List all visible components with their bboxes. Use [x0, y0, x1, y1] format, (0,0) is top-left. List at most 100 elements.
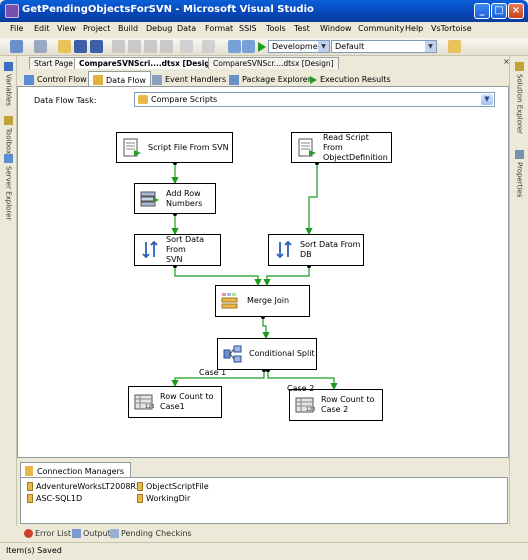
standard-toolbar: Development ▼ Default ▼ [0, 38, 528, 56]
delete-icon[interactable] [160, 40, 173, 53]
node-read-script-from-objectdefinition[interactable]: Read Script From ObjectDefinition [291, 132, 392, 163]
menu-view[interactable]: View [57, 24, 76, 33]
menu-debug[interactable]: Debug [146, 24, 173, 33]
node-row-count-case2[interactable]: 123 Row Count to Case 2 [289, 389, 383, 421]
maximize-button[interactable]: □ [491, 3, 507, 19]
redo-icon[interactable] [202, 40, 215, 53]
row-count-icon: 123 [295, 397, 315, 413]
chevron-down-icon[interactable]: ▼ [425, 41, 436, 52]
cut-icon[interactable] [112, 40, 125, 53]
menu-help[interactable]: Help [405, 24, 424, 33]
path-read-to-sortdb [305, 163, 318, 236]
node-label: Sort Data From SVN [166, 235, 205, 264]
configuration-combo[interactable]: Development ▼ [268, 40, 330, 53]
close-button[interactable]: × [508, 3, 524, 19]
properties-window-icon[interactable] [448, 40, 461, 53]
add-item-icon[interactable] [34, 40, 47, 53]
solution-explorer-tab[interactable]: Solution Explorer [513, 62, 526, 134]
data-flow-task-select[interactable]: Compare Scripts ▼ [134, 92, 495, 107]
menu-tools[interactable]: Tools [266, 24, 286, 33]
copy-icon[interactable] [128, 40, 141, 53]
open-file-icon[interactable] [58, 40, 71, 53]
menu-bar: File Edit View Project Build Debug Data … [0, 22, 528, 38]
menu-window[interactable]: Window [320, 24, 352, 33]
chevron-down-icon[interactable]: ▼ [318, 41, 329, 52]
path-label-case1: Case 1 [199, 368, 227, 377]
undo-icon[interactable] [180, 40, 193, 53]
menu-project[interactable]: Project [83, 24, 111, 33]
node-conditional-split[interactable]: Conditional Split [217, 338, 317, 370]
menu-build[interactable]: Build [118, 24, 139, 33]
right-tool-strip: Solution Explorer Properties [509, 56, 528, 526]
toolbox-tab[interactable]: Toolbox [2, 116, 15, 154]
tab-output[interactable]: Output [69, 526, 114, 540]
connection-item[interactable]: ASC-SQL1D [27, 494, 82, 503]
path-sortsvn-to-merge [174, 266, 262, 287]
start-debugging-icon[interactable] [258, 42, 266, 52]
path-sortdb-to-merge [263, 266, 310, 287]
node-script-file-from-svn[interactable]: Script File From SVN [116, 132, 233, 163]
variables-tab[interactable]: Variables [2, 62, 15, 106]
data-flow-canvas[interactable] [17, 87, 509, 458]
menu-format[interactable]: Format [205, 24, 234, 33]
tab-error-list[interactable]: Error List [21, 526, 74, 540]
minimize-button[interactable]: _ [474, 3, 490, 19]
add-row-numbers-icon [140, 191, 159, 206]
conditional-split-icon [223, 345, 242, 363]
connection-managers-list[interactable]: AdventureWorksLT2008R2 ObjectScriptFile … [20, 477, 508, 524]
node-add-row-numbers[interactable]: Add Row Numbers [134, 183, 216, 214]
properties-tab[interactable]: Properties [513, 150, 526, 197]
server-explorer-tab[interactable]: Server Explorer [2, 154, 15, 220]
control-flow-icon [24, 74, 34, 85]
window-title: GetPendingObjectsForSVN - Microsoft Visu… [22, 4, 314, 15]
tab-execution-results[interactable]: Execution Results [306, 71, 395, 86]
sort-icon [276, 240, 292, 259]
save-icon[interactable] [74, 40, 87, 53]
tab-pending-checkins[interactable]: Pending Checkins [107, 526, 195, 540]
close-document-icon[interactable]: × [503, 57, 510, 66]
connection-item[interactable]: WorkingDir [137, 494, 190, 503]
node-label: Sort Data From DB [300, 240, 361, 259]
data-flow-task-icon [138, 95, 148, 104]
event-handlers-icon [152, 74, 162, 85]
tab-package-explorer[interactable]: Package Explorer [225, 71, 315, 86]
menu-vstortoise[interactable]: VsTortoise [431, 24, 472, 33]
navigate-icon[interactable] [228, 40, 241, 53]
merge-join-icon [221, 293, 238, 309]
connection-managers-tab[interactable]: Connection Managers [20, 462, 132, 477]
connection-icon [25, 466, 33, 476]
paste-icon[interactable] [144, 40, 157, 53]
connection-item[interactable]: ObjectScriptFile [137, 482, 209, 491]
status-text: Item(s) Saved [6, 546, 62, 555]
connection-item[interactable]: AdventureWorksLT2008R2 [27, 482, 141, 491]
menu-data[interactable]: Data [177, 24, 197, 33]
menu-edit[interactable]: Edit [34, 24, 50, 33]
chevron-down-icon[interactable]: ▼ [481, 94, 493, 105]
tab-event-handlers[interactable]: Event Handlers [148, 71, 230, 86]
doc-tab-compare-other[interactable]: CompareSVNScr....dtsx [Design] [208, 57, 339, 69]
platform-combo[interactable]: Default ▼ [331, 40, 437, 53]
node-sort-data-from-db[interactable]: Sort Data From DB [268, 234, 364, 266]
node-row-count-case1[interactable]: 123 Row Count to Case1 [128, 386, 222, 418]
node-sort-data-from-svn[interactable]: Sort Data From SVN [134, 234, 221, 266]
save-all-icon[interactable] [90, 40, 103, 53]
menu-test[interactable]: Test [294, 24, 310, 33]
designer-tab-bar: Control Flow Data Flow Event Handlers Pa… [17, 69, 509, 87]
node-label: Read Script From ObjectDefinition [323, 132, 388, 162]
new-project-icon[interactable] [10, 40, 23, 53]
menu-file[interactable]: File [10, 24, 24, 33]
menu-ssis[interactable]: SSIS [239, 24, 257, 33]
row-count-icon: 123 [134, 394, 154, 410]
connection-icon [137, 494, 143, 503]
menu-community[interactable]: Community [358, 24, 405, 33]
path-merge-to-split [262, 317, 270, 340]
svg-text:123: 123 [145, 404, 154, 410]
find-icon[interactable] [242, 40, 255, 53]
path-split-to-case1 [171, 370, 265, 388]
node-merge-join[interactable]: Merge Join [215, 285, 310, 317]
node-label: Add Row Numbers [166, 188, 203, 208]
tab-control-flow[interactable]: Control Flow [20, 71, 91, 86]
tab-data-flow[interactable]: Data Flow [88, 71, 151, 86]
svg-text:123: 123 [306, 407, 315, 413]
pending-checkins-icon [110, 528, 119, 538]
